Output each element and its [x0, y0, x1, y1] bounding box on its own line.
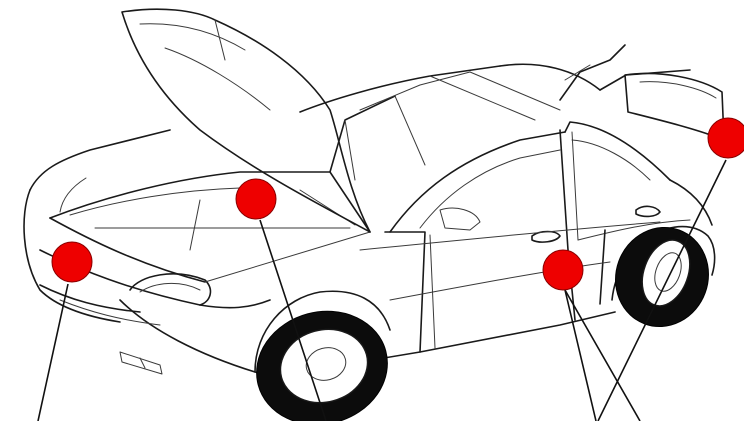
leader-line-front-bumper: [37, 283, 69, 421]
trunk-marker[interactable]: [707, 117, 744, 159]
front-wheel: [256, 310, 388, 421]
markers: [51, 117, 744, 291]
leader-line-trunk: [597, 159, 727, 421]
leader-line-engine-bay: [259, 219, 327, 421]
open-hood: [121, 8, 371, 233]
front-bumper-marker[interactable]: [51, 241, 93, 283]
rear-wheel: [611, 225, 716, 328]
leader-line-rear-door: [564, 289, 641, 421]
leader-lines: [37, 159, 727, 421]
leader-line-rear-door-2: [564, 289, 597, 421]
car-body: [23, 44, 725, 379]
rear-door-marker[interactable]: [542, 249, 584, 291]
engine-bay-marker[interactable]: [235, 178, 277, 220]
